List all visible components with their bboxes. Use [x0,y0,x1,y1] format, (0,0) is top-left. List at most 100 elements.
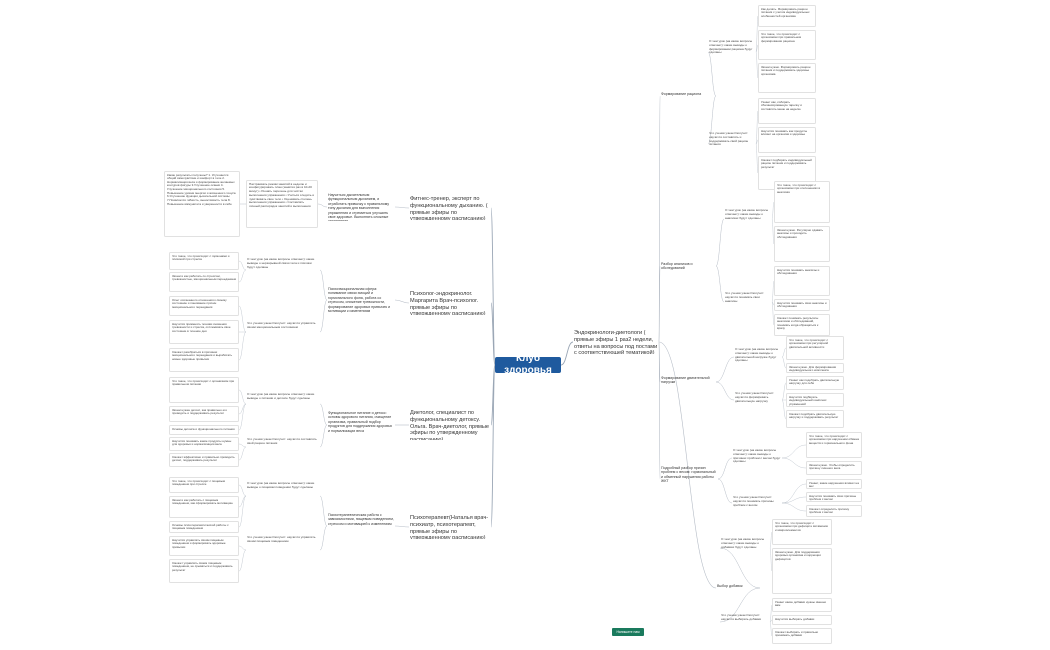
right-node-movement-outcome[interactable]: Что ученик узнает/получит: научится форм… [735,392,775,403]
right-node-weight-causes[interactable]: Подробный разбор причин проблем с весом:… [661,466,716,484]
left-node-therapy-about-1[interactable]: Что такое, что происходит с пищевым пове… [169,477,239,493]
connector-line [238,484,247,497]
right-node-analyses-lesson-about[interactable]: О чем урок (на какие вопросы отвечает): … [725,209,769,220]
connector-line [717,457,733,480]
connector-line [319,495,328,527]
right-node-supplements-about-1[interactable]: Что такое, что происходит с организмом п… [772,519,832,545]
left-node-therapy-outcome-1[interactable]: Научится управлять своим пищевым поведен… [169,536,239,556]
left-node-psycho-outcome-2[interactable]: Научится применять техники снижения трев… [169,320,239,344]
topic-fitness-trainer[interactable]: Фитнес-тренер, эксперт по функциональном… [410,196,488,220]
connector-line [781,496,807,504]
right-node-movement-about-2[interactable]: Зачем нужно. Для формирования индивидуал… [786,363,844,373]
right-node-analyses-outcome[interactable]: Что ученик узнает/получит: научится пони… [725,292,765,303]
feedback-button[interactable]: Напишите нам [612,628,644,636]
connector-line [319,403,328,426]
right-node-ration-about-1[interactable]: Как делать. Формировать рацион питания с… [758,5,816,27]
right-node-weight-outcome[interactable]: Что ученик узнает/получит: научится пони… [733,496,774,507]
right-node-supplements-lesson-about[interactable]: О чем урок (на какие вопросы отвечает): … [721,538,765,549]
right-node-weight-outcome-1[interactable]: Узнает, какие нарушения влияют на вес [806,479,862,489]
left-node-psycho-outcome-3[interactable]: Сможет разобраться в причинах эмоциональ… [169,348,239,372]
right-node-ration-about-3[interactable]: Зачем нужно. Формировать рацион питания … [758,63,816,93]
connector-line [394,525,410,528]
left-node-diet-about-2[interactable]: Зачем нужен детокс, как правильно его пр… [169,406,239,422]
left-node-psycho-about-1[interactable]: Что такое, что происходит с гормонами и … [169,252,239,270]
right-node-analyses-about-2[interactable]: Зачем нужно. Регулярно сдавать анализы и… [774,226,830,262]
left-node-diet-outcome-1[interactable]: Научится понимать какие продукты нужны д… [169,437,239,451]
topic-psychologist-endocrinologist[interactable]: Психолог-эндокринолог. Маргарита Врач-пс… [410,291,486,315]
topic-psychotherapist[interactable]: Психотерапевт(Наталья врач-психиатр, пси… [410,515,489,539]
left-node-breathing-goals[interactable]: Научиться дыхательным функциональным дых… [328,193,389,221]
right-node-analyses-outcome-3[interactable]: Сможет понимать результаты анализов и об… [774,314,830,336]
left-node-diet-outcome-2[interactable]: Сможет эффективно и правильно проводить … [169,453,239,467]
connector-line [319,424,328,448]
topic-dietologist[interactable]: Диетолог, специалист по функциональному … [410,410,489,440]
right-node-movement-lesson-about[interactable]: О чем урок (на какие вопросы отвечает): … [735,348,779,363]
left-node-psychotherapy-work[interactable]: Психотерапевтическая работа с зависимост… [328,513,394,526]
right-node-analyses-about-1[interactable]: Что такое, что происходит с организмом п… [774,181,830,223]
right-node-ration-lesson-about[interactable]: О чем урок (на какие вопросы отвечает): … [709,40,753,55]
left-node-therapy-about-3[interactable]: Основы психотерапевтической работы с пищ… [169,521,239,533]
left-node-psycho-about-2[interactable]: Зачем и как работать со стрессом, тревож… [169,272,239,292]
right-node-ration[interactable]: Формирование рациона [661,92,702,96]
left-node-psycho-outcome[interactable]: Что ученик узнает/получит: научится упра… [247,322,316,329]
right-node-weight-about-2[interactable]: Зачем нужно. Чтобы определить причину ли… [806,461,862,475]
right-node-movement[interactable]: Формирование двигательной нагрузки [661,376,710,385]
connector-line [238,495,247,528]
left-node-functional-nutrition[interactable]: Функциональное питание и детокс: основы … [328,411,392,433]
left-node-diet-about-1[interactable]: Что такое, что происходит с организмом п… [169,377,239,403]
right-node-weight-lesson-about[interactable]: О чем урок (на какие вопросы отвечает): … [733,449,781,464]
left-node-therapy-lesson-about[interactable]: О чем урок (на какие вопросы отвечает): … [247,482,315,489]
right-node-ration-outcome-1[interactable]: Узнает как, собирать сбалансированную та… [758,98,816,124]
topic-endocrinologists-dietologists[interactable]: Эндокринологи-диетологи ( прямые эфиры 1… [574,330,658,354]
connector-line [238,495,247,508]
left-node-diet-about-3[interactable]: Основы детокса и функционального питания [169,425,239,435]
connector-line [394,206,410,209]
left-node-therapy-outcome[interactable]: Что ученик узнает/получит: научится упра… [247,536,316,543]
connector-line [717,478,733,504]
left-node-psychoemotional-sphere[interactable]: Психоэмоциональная сфера: понимание связ… [328,287,391,313]
right-node-movement-outcome-2[interactable]: Научится подбирать индивидуальный компле… [786,393,844,407]
connector-line [715,356,735,383]
left-node-breathing-results[interactable]: Какие результаты получены? 1. Улучшается… [164,171,240,237]
right-node-weight-outcome-3[interactable]: Сможет определить причину проблем с весо… [806,505,862,517]
left-node-therapy-about-2[interactable]: Зачем и как работать с пищевым поведение… [169,496,239,518]
right-node-supplements-outcome-3[interactable]: Сможет выбирать и правильно принимать до… [772,628,832,644]
connector-line [238,549,247,572]
connector-line [238,331,247,361]
connector-line [238,403,247,415]
connector-line [781,457,807,469]
left-node-diet-lesson-about[interactable]: О чем урок (на какие вопросы отвечает): … [247,393,315,400]
right-node-ration-about-2[interactable]: Что такое, что происходит с организмом п… [758,30,816,60]
right-node-weight-outcome-2[interactable]: Научится понимать свои причины проблем с… [806,492,862,502]
left-node-breathing-plan[interactable]: Настраивать режим занятий в неделю и кон… [246,180,318,228]
right-node-supplements-about-2[interactable]: Зачем нужно. Для поддержания здоровья ор… [772,548,832,594]
right-node-analyses-outcome-1[interactable]: Научится понимать анализы и обследования [774,266,830,296]
connector-line [715,265,725,303]
right-node-ration-outcome-2[interactable]: Научится понимать как продукты влияют на… [758,127,816,153]
right-node-analyses-outcome-2[interactable]: Научится понимать свои анализы и обследо… [774,299,830,311]
right-node-movement-about-1[interactable]: Что такое, что происходит с организмом п… [786,336,844,360]
right-node-supplements-outcome[interactable]: Что ученик узнает/получит: научится выби… [721,614,762,621]
connector-line [317,203,328,208]
right-node-supplements-outcome-1[interactable]: Узнает какие добавки нужны именно вам [772,598,832,612]
connector-line [560,341,574,366]
right-node-supplements-outcome-2[interactable]: Научится выбирать добавки [772,615,832,625]
connector-line [319,525,328,551]
left-node-therapy-outcome-2[interactable]: Сможет управлять своим пищевым поведение… [169,559,239,583]
right-node-movement-outcome-1[interactable]: Узнает как подобрать двигательную нагруз… [786,376,844,390]
connector-line [715,381,735,401]
right-node-supplements[interactable]: Выбор добавок [717,584,743,588]
right-node-analyses[interactable]: Разбор анализов и обследований [661,262,693,270]
right-node-movement-outcome-3[interactable]: Сможет подобрать двигательную нагрузку и… [786,410,844,428]
root-node[interactable]: Клуб здоровья [495,357,561,373]
connector-line [238,545,247,551]
left-node-psycho-outcome-1[interactable]: Опыт осознанного отношения к своему сост… [169,296,239,316]
connector-line [319,299,328,333]
left-node-psycho-lesson-about[interactable]: О чем урок (на какие вопросы отвечает): … [247,258,315,269]
left-node-diet-outcome[interactable]: Что ученик узнает/получит: научится сост… [247,438,317,445]
right-node-weight-about-1[interactable]: Что такое, что происходит с организмом п… [806,432,862,458]
connector-line [658,341,661,480]
right-node-ration-outcome[interactable]: Что ученик узнает/получит: научится сост… [709,132,749,147]
connector-line [781,502,807,512]
